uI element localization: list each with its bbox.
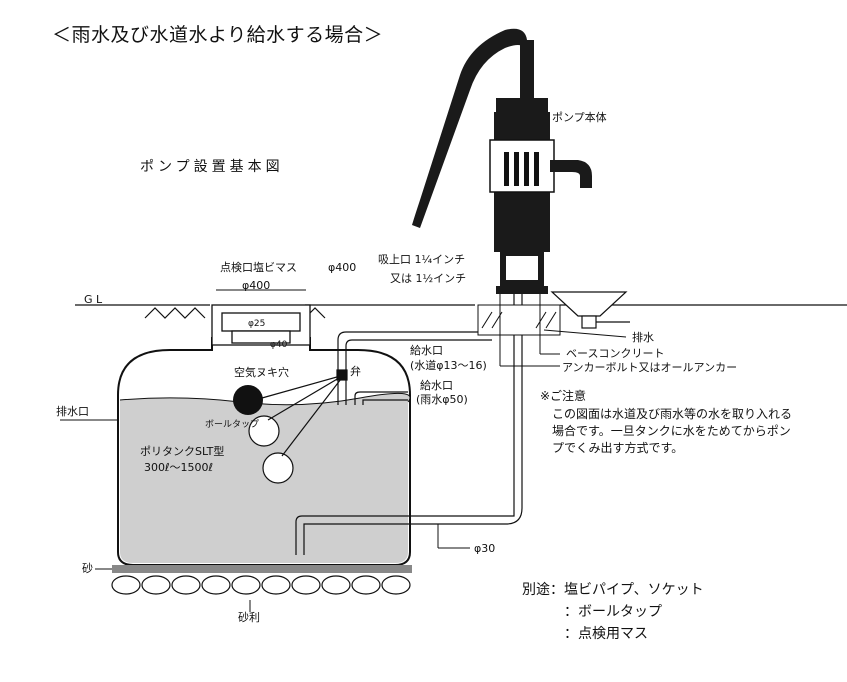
label-inlet-rain-size: (雨水φ50) [416, 393, 468, 406]
label-anchor-bolt: アンカーボルト又はオールアンカー [562, 361, 738, 374]
leader-lines [499, 318, 627, 367]
label-inlet-water-size: (水道φ13～16) [410, 359, 487, 372]
separate-item-3: ：点検用マス [564, 626, 648, 642]
label-suction-1: 吸上口 1¼インチ [378, 253, 466, 266]
page-title: ＜雨水及び水道水より給水する場合＞ [52, 24, 384, 46]
note-heading: ※ご注意 [540, 389, 587, 403]
sand-layer [95, 565, 412, 573]
label-tank-name: ポリタンクSLT型 [140, 445, 225, 458]
label-drain-port: 排水口 [56, 405, 89, 418]
label-ball-tap: ボールタップ [205, 420, 260, 430]
tank-water [120, 393, 410, 563]
base-concrete [477, 292, 561, 336]
label-drain: 排水 [632, 331, 654, 344]
label-sand: 砂 [82, 562, 93, 575]
separate-item-2: ：ボールタップ [564, 604, 662, 620]
label-phi40: φ40 [270, 340, 288, 350]
label-phi25: φ25 [248, 319, 266, 329]
label-pump-body: ポンプ本体 [552, 111, 607, 124]
tap-inlet-pipe [336, 331, 492, 405]
rain-inlet-pipe [354, 391, 408, 405]
label-base-concrete: ベースコンクリート [566, 347, 665, 360]
inspection-mass [211, 289, 311, 346]
note-body: この図面は水道及び雨水等の水を取り入れる場合です。一旦タンクに水をためてからポン… [552, 407, 793, 455]
suction-pipe [295, 290, 523, 555]
label-tank-capacity: 300ℓ～1500ℓ [144, 461, 214, 474]
poly-tank [60, 337, 411, 566]
ball-taps [248, 374, 345, 484]
label-inspection-mass: 点検口塩ビマス [220, 261, 297, 274]
pump-body [412, 28, 592, 294]
label-gl: G L [84, 293, 103, 306]
label-phi400-b: φ400 [242, 279, 271, 292]
air-vent-hole [233, 385, 263, 415]
gravel-layer [111, 575, 411, 595]
label-inlet-rain: 給水口 [420, 379, 453, 392]
label-air-vent: 空気ヌキ穴 [234, 366, 289, 379]
label-phi400-a: φ400 [328, 261, 357, 274]
label-inlet-water: 給水口 [410, 344, 443, 357]
separate-item-1: 別途：塩ビパイプ、ソケット [522, 582, 704, 598]
diagram-subtitle: ポンプ設置基本図 [140, 159, 284, 175]
label-suction-2: 又は 1½インチ [390, 272, 467, 285]
label-valve: 弁 [350, 365, 361, 378]
ground-line [75, 304, 847, 319]
label-phi30: φ30 [474, 542, 496, 555]
label-gravel: 砂利 [238, 611, 260, 624]
drain-funnel [550, 291, 630, 329]
